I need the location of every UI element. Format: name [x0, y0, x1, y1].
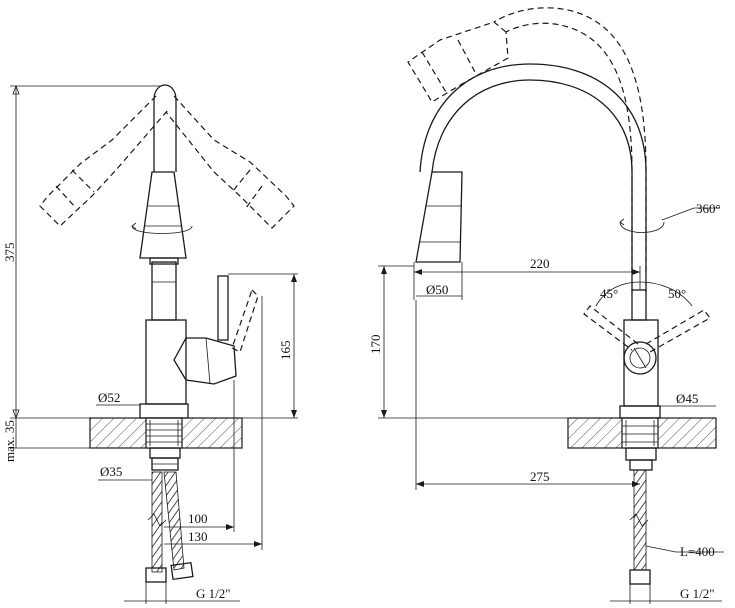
dim-thread-left: G 1/2": [196, 586, 231, 601]
dim-mount-thickness: max. 35: [2, 420, 17, 462]
spout-gooseneck-right: [431, 79, 633, 292]
mount-shank-right: [621, 417, 659, 449]
dim-hose-length: L=400: [680, 544, 715, 559]
faucet-body-right: [623, 319, 659, 407]
dim-hose-diameter: Ø35: [100, 464, 122, 479]
dim-spout-height: 170: [368, 335, 383, 355]
hose-left-1: [151, 471, 163, 573]
base-plate-left: [139, 403, 189, 419]
right-view: 360° 220 Ø50 170 45° 50° Ø45 275: [368, 7, 724, 604]
lever-cartridge-left: [173, 337, 237, 385]
base-plate-right: [619, 405, 661, 419]
dim-rotation: 360°: [696, 201, 721, 216]
lever-handle-left: [217, 275, 229, 341]
mount-shank-left: [145, 417, 183, 449]
dim-height-total: 375: [2, 243, 17, 263]
dim-head-diameter: Ø50: [426, 282, 448, 297]
handle-knob-right: [623, 341, 657, 375]
spout-tube-left: [153, 84, 177, 172]
dim-handle-height: 165: [278, 341, 293, 361]
dim-total-reach: 275: [530, 469, 550, 484]
dim-spout-reach: 220: [530, 256, 550, 271]
left-view: 375 max. 35 Ø52 Ø35 165 100 130 G 1/2": [2, 84, 298, 604]
dim-angle-right: 50°: [668, 286, 686, 301]
dim-body-diameter-left: Ø52: [98, 390, 120, 405]
neck-left: [151, 261, 177, 321]
dim-reach-100: 100: [188, 511, 208, 526]
dim-thread-right: G 1/2": [680, 586, 715, 601]
spray-head-left: [139, 171, 187, 259]
hose-left-2: [163, 471, 185, 571]
dim-body-diameter-right: Ø45: [676, 391, 698, 406]
faucet-body-left: [145, 319, 187, 405]
dim-angle-left: 45°: [600, 286, 618, 301]
spray-head-right: [415, 171, 463, 263]
dim-reach-130: 130: [188, 529, 208, 544]
